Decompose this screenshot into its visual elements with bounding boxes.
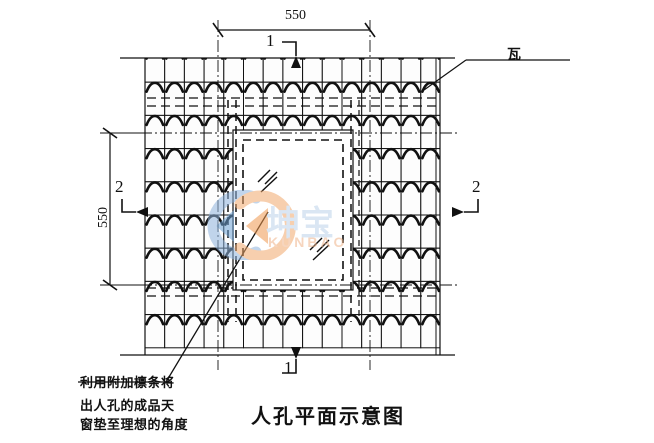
section-label-1-top[interactable]: 1 [266, 31, 275, 50]
section-marker-1-top[interactable] [282, 41, 301, 68]
dimension-left [102, 127, 150, 291]
callout-note-line2: 出人孔的成品天 [80, 399, 175, 414]
purlin-hidden-lines [147, 97, 438, 297]
section-label-2-left[interactable]: 2 [115, 177, 124, 196]
dimension-left-value: 550 [96, 207, 111, 228]
section-marker-2-left[interactable] [121, 199, 148, 217]
callout-note-line1: 利用附加檩条将 [80, 376, 175, 391]
glass-hatch-marks [257, 169, 330, 261]
section-marker-2-right[interactable] [452, 199, 479, 217]
drawing-title: 人孔平面示意图 [251, 404, 405, 428]
section-label-1-bottom[interactable]: 1 [284, 358, 293, 377]
dimension-top-value: 550 [285, 8, 306, 23]
callout-note-line3: 窗垫至理想的角度 [80, 418, 189, 433]
section-marker-1-bottom[interactable] [282, 347, 301, 374]
dimension-top [212, 22, 376, 38]
leader-tile-label [423, 59, 570, 91]
callout-tile-label: 瓦 [507, 47, 521, 63]
tile-field-edges [120, 57, 455, 356]
section-label-2-right[interactable]: 2 [472, 177, 481, 196]
